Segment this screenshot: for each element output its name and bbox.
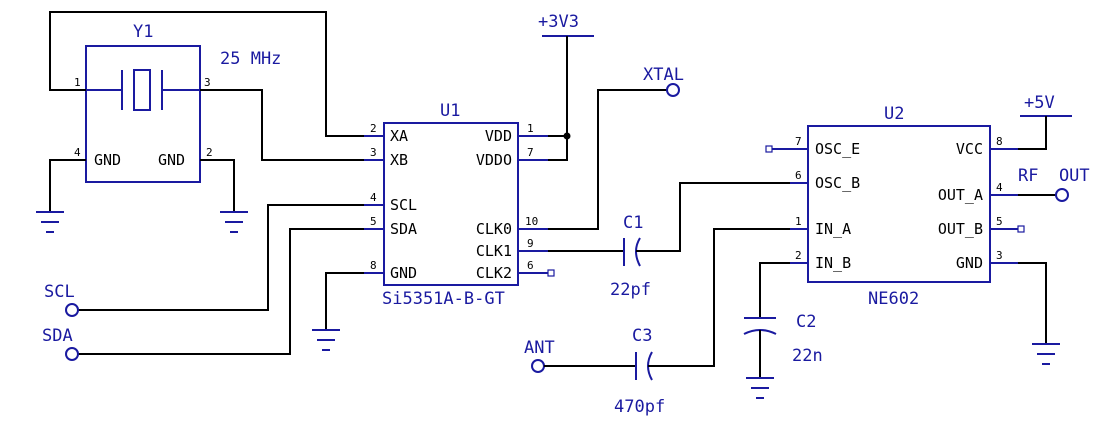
- y1-pin4-num: 4: [74, 146, 81, 159]
- u1-pin-name-gnd: GND: [390, 264, 417, 282]
- wire-u2-gnd: [1018, 262, 1047, 344]
- u2-pin-num-osc-b: 6: [795, 169, 802, 182]
- u1-part: Si5351A-B-GT: [382, 289, 505, 309]
- u1-pin-name-xa: XA: [390, 127, 408, 145]
- junction-dot-3v3: [563, 132, 571, 140]
- u2-pin-name-in-b: IN_B: [815, 254, 851, 272]
- xtal-port: [666, 83, 680, 97]
- u2-pin-num-in-a: 1: [795, 215, 802, 228]
- u2-pin-num-out-b: 5: [996, 215, 1003, 228]
- u2-pin-num-out-a: 4: [996, 181, 1003, 194]
- u1-pin-num-sda: 5: [370, 215, 377, 228]
- y1-crystal-element: [133, 69, 151, 111]
- xtal-label: XTAL: [643, 65, 684, 85]
- wire-clk0-to-xtal: [548, 89, 667, 230]
- ground-symbol-y1-right: [220, 211, 248, 233]
- capacitor-c2: C2 22n: [743, 262, 823, 378]
- wire-in-b-to-c2: [759, 262, 790, 318]
- y1-pin2-num: 2: [206, 146, 213, 159]
- ic-u1: U1 Si5351A-B-GT XA XB SCL SDA GND VDD VD…: [364, 101, 555, 309]
- rf-out-label: RF OUT: [1018, 166, 1090, 186]
- wire-c1-to-osc-b: [636, 182, 790, 252]
- u1-pin-num-clk2: 6: [527, 259, 534, 272]
- u2-body: [807, 125, 991, 283]
- c2-value: 22n: [792, 346, 823, 366]
- c3-value: 470pf: [614, 397, 665, 417]
- c1-value: 22pf: [610, 280, 651, 300]
- u1-pin-num-vddo: 7: [527, 146, 534, 159]
- y1-gnd-right-label: GND: [158, 151, 185, 169]
- wire-u1-gnd: [325, 272, 364, 330]
- rf-out-port: [1055, 188, 1069, 202]
- u1-pin-name-clk1: CLK1: [476, 242, 512, 260]
- capacitor-c1: C1 22pf: [548, 182, 790, 300]
- c1-ref: C1: [623, 213, 643, 233]
- y1-pin1-num: 1: [74, 76, 81, 89]
- u1-pin-num-xb: 3: [370, 146, 377, 159]
- u2-ref: U2: [884, 104, 904, 124]
- c2-ref: C2: [796, 312, 816, 332]
- u2-pin-num-in-b: 2: [795, 249, 802, 262]
- u2-pin-name-out-b: OUT_B: [938, 220, 983, 238]
- u1-pin-num-vdd: 1: [527, 122, 534, 135]
- u1-pin-name-vdd: VDD: [485, 127, 512, 145]
- u2-pin-name-osc-e: OSC_E: [815, 140, 860, 158]
- u2-pin-name-in-a: IN_A: [815, 220, 851, 238]
- y1-gnd-left-label: GND: [94, 151, 121, 169]
- scl-port: [65, 303, 79, 317]
- u1-pin-name-vddo: VDDO: [476, 151, 512, 169]
- u2-part: NE602: [868, 289, 919, 309]
- u2-pin-num-gnd: 3: [996, 249, 1003, 262]
- wire-sda: [78, 228, 364, 355]
- wire-y1-pin1-to-xa: [49, 11, 364, 137]
- wire-y1-pin3-to-xb: [200, 89, 364, 161]
- sda-label: SDA: [42, 326, 73, 346]
- u1-ref: U1: [440, 101, 460, 121]
- u1-pin-num-scl: 4: [370, 191, 377, 204]
- y1-value: 25 MHz: [220, 49, 281, 69]
- u1-pin-num-clk0: 10: [525, 215, 538, 228]
- u1-pin-num-xa: 2: [370, 122, 377, 135]
- u2-pin-num-vcc: 8: [996, 135, 1003, 148]
- u1-pin-name-xb: XB: [390, 151, 408, 169]
- u2-osc-e-nc-marker: [765, 145, 773, 153]
- u1-clk2-nc-marker: [547, 269, 555, 277]
- scl-label: SCL: [44, 282, 75, 302]
- y1-body: [85, 45, 201, 183]
- sda-port: [65, 347, 79, 361]
- ground-symbol-u1: [312, 329, 340, 351]
- ant-label: ANT: [524, 338, 555, 358]
- capacitor-c3: C3 470pf: [544, 228, 790, 417]
- ic-u2: U2 NE602 OSC_E OSC_B IN_A IN_B VCC OUT_A…: [765, 104, 1025, 309]
- ant-port: [531, 359, 545, 373]
- u2-pin-name-out-a: OUT_A: [938, 186, 983, 204]
- v5v-label: +5V: [1024, 93, 1055, 113]
- u1-pin-num-gnd: 8: [370, 259, 377, 272]
- u2-pin-name-osc-b: OSC_B: [815, 174, 860, 192]
- u2-out-b-nc-marker: [1017, 225, 1025, 233]
- u2-pin-num-osc-e: 7: [795, 135, 802, 148]
- wire-y1-pin2-gnd: [200, 159, 235, 212]
- y1-ref: Y1: [133, 22, 153, 42]
- ground-symbol-y1-left: [36, 211, 64, 233]
- crystal-y1: Y1 25 MHz GND GND 1 3 4 2: [74, 22, 281, 183]
- u1-pin-num-clk1: 9: [527, 237, 534, 250]
- ground-symbol-u2: [1032, 343, 1060, 365]
- ground-symbol-c2: [746, 377, 774, 399]
- u1-pin-name-scl: SCL: [390, 196, 417, 214]
- u2-pin-name-gnd: GND: [956, 254, 983, 272]
- wire-5v-to-vcc: [1018, 116, 1047, 150]
- wire-y1-pin4-gnd: [49, 159, 86, 212]
- wire-3v3-to-vddo: [548, 36, 568, 161]
- v3v3-label: +3V3: [538, 12, 579, 32]
- u2-pin-name-vcc: VCC: [956, 140, 983, 158]
- wire-scl: [78, 204, 364, 311]
- y1-pin3-num: 3: [204, 76, 211, 89]
- u1-pin-name-sda: SDA: [390, 220, 417, 238]
- c3-ref: C3: [632, 326, 652, 346]
- wire-c3-to-in-a: [648, 228, 790, 367]
- u1-pin-name-clk0: CLK0: [476, 220, 512, 238]
- u1-pin-name-clk2: CLK2: [476, 264, 512, 282]
